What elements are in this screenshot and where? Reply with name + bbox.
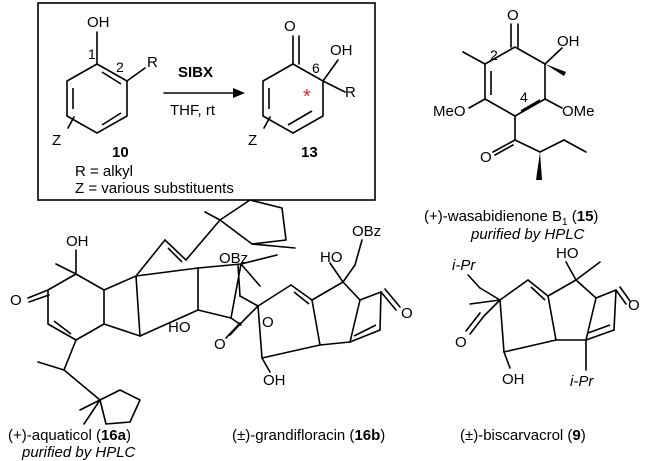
aquaticol-name: (+)-aquaticol (16a) [8, 427, 131, 444]
stereocenter-star: * [303, 86, 311, 108]
atom-lactone-o: O [214, 336, 226, 353]
reagent-label: SIBX [178, 64, 213, 81]
reaction-arrow: SIBX THF, rt [163, 64, 245, 119]
atom-oh: OH [87, 14, 110, 31]
locant-6: 6 [312, 60, 320, 76]
atom-r: R [345, 84, 356, 101]
atom-oh: OH [263, 372, 286, 389]
phenol-10-structure: OH R Z 1 2 10 [52, 14, 158, 161]
atom-z: Z [248, 132, 257, 149]
atom-obz-1: OBz [219, 250, 248, 267]
reaction-box: OH R Z 1 2 10 SIBX THF, rt O OH R [37, 2, 376, 201]
wasabidienone-name: (+)-wasabidienone B1 (15) [424, 208, 598, 228]
r-definition: R = alkyl [75, 163, 133, 180]
z-definition: Z = various substituents [75, 180, 234, 197]
atom-ipr-2: i-Pr [570, 373, 594, 390]
dienone-13-structure: O OH R Z 6 * 13 [248, 18, 356, 161]
atom-meo: MeO [433, 103, 466, 120]
aquaticol-structure: OH O HO O [10, 199, 296, 425]
atom-oh: OH [66, 233, 89, 250]
atom-ketone-o2: O [262, 314, 274, 331]
atom-ho: HO [556, 245, 579, 262]
locant-2: 2 [490, 47, 498, 63]
atom-o: O [507, 7, 519, 24]
compound-number-10: 10 [112, 144, 129, 161]
locant-2: 2 [116, 59, 124, 75]
biscarvacrol-name: (±)-biscarvacrol (9) [460, 427, 586, 444]
atom-lactone-o: O [455, 334, 467, 351]
atom-ho: HO [320, 249, 343, 266]
atom-oh: OH [502, 371, 525, 388]
box-frame [37, 2, 376, 201]
biscarvacrol-structure: i-Pr HO O O OH i-Pr [452, 245, 640, 390]
aquaticol-note: purified by HPLC [21, 444, 136, 461]
wasabidienone-structure: O OH MeO OMe O 2 4 [433, 7, 595, 180]
compound-number-13: 13 [301, 144, 318, 161]
atom-oh: OH [557, 33, 580, 50]
atom-ho: HO [168, 319, 191, 336]
atom-oh: OH [330, 42, 353, 59]
atom-r: R [147, 54, 158, 71]
wasabidienone-note: purified by HPLC [470, 226, 585, 243]
atom-ipr-1: i-Pr [452, 257, 476, 274]
grandifloracin-name: (±)-grandifloracin (16b) [232, 427, 385, 444]
locant-4: 4 [520, 89, 528, 105]
atom-ketone-o: O [628, 297, 640, 314]
atom-ketone-o: O [10, 292, 22, 309]
grandifloracin-structure: OBz OBz HO O O OH [214, 223, 413, 389]
atom-z: Z [52, 132, 61, 149]
atom-carbonyl-o: O [480, 149, 492, 166]
locant-1: 1 [88, 46, 96, 62]
atom-o: O [284, 18, 296, 35]
atom-ketone-o: O [401, 305, 413, 322]
atom-obz-2: OBz [352, 223, 381, 240]
atom-ome: OMe [562, 103, 595, 120]
conditions-label: THF, rt [170, 102, 216, 119]
